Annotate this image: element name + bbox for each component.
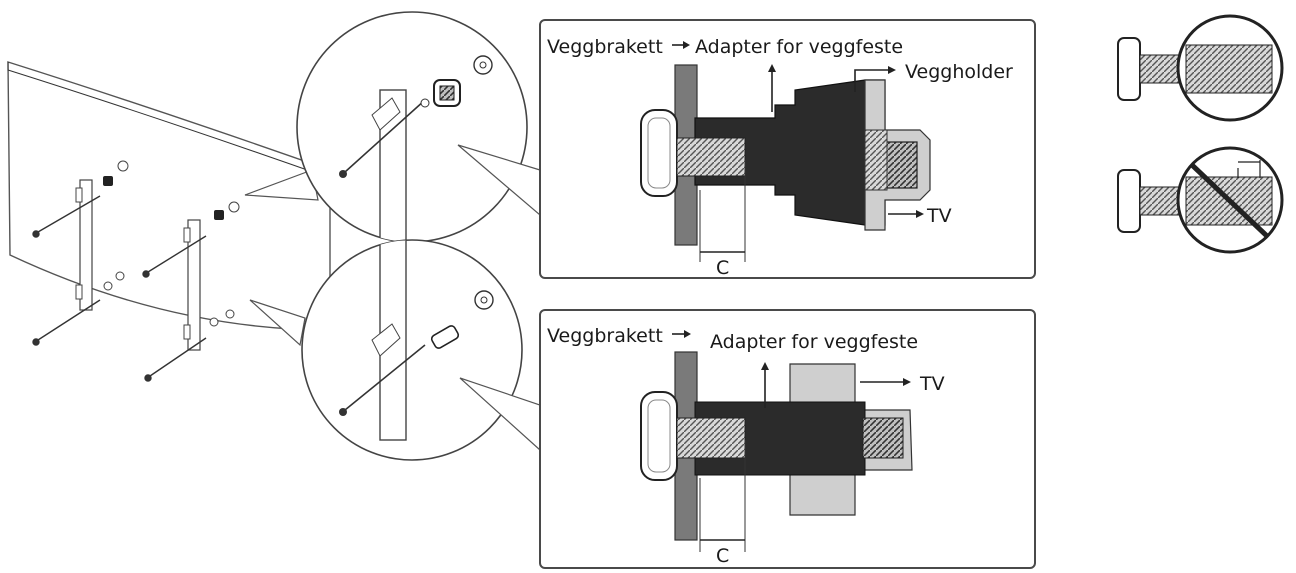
label-adapter: Adapter for veggfeste (710, 331, 918, 353)
dimension-c: C (716, 257, 729, 279)
label-wall-bracket: Veggbrakett (547, 36, 663, 58)
screw-head-icon (640, 391, 678, 481)
tv-holders (103, 160, 240, 327)
screw-incorrect-icon (1117, 146, 1284, 254)
zoom-circle-icon (296, 11, 528, 243)
screw-thread (676, 137, 746, 177)
dimension-c: C (716, 545, 729, 567)
tv-bracket-left (75, 179, 93, 311)
detail-panel-bottom: Veggbrakett Adapter for veggfeste TV C (539, 309, 1036, 569)
screw-correct-icon (1117, 14, 1284, 122)
tv-thread-insert (862, 417, 904, 459)
tv-thread-insert (884, 141, 918, 189)
prohibit-slash (1190, 163, 1270, 239)
callout-wedge-bottom (249, 299, 306, 347)
label-wall-holder: Veggholder (905, 61, 1013, 83)
zoom-circle-icon (301, 239, 523, 461)
label-tv: TV (926, 205, 952, 227)
tv-screws (32, 195, 207, 382)
detail-panel-top: Veggbrakett Adapter for veggfeste Veggho… (539, 19, 1036, 279)
label-wall-bracket: Veggbrakett (547, 325, 663, 347)
label-tv: TV (919, 373, 945, 395)
label-adapter: Adapter for veggfeste (695, 36, 903, 58)
adapter-detail-icon (430, 290, 494, 349)
screw-head-icon (640, 109, 678, 197)
tv-bracket-right (183, 219, 201, 351)
screw-thread (676, 417, 746, 459)
curved-tv-back-icon (7, 61, 331, 382)
holder-detail-icon (433, 55, 493, 107)
